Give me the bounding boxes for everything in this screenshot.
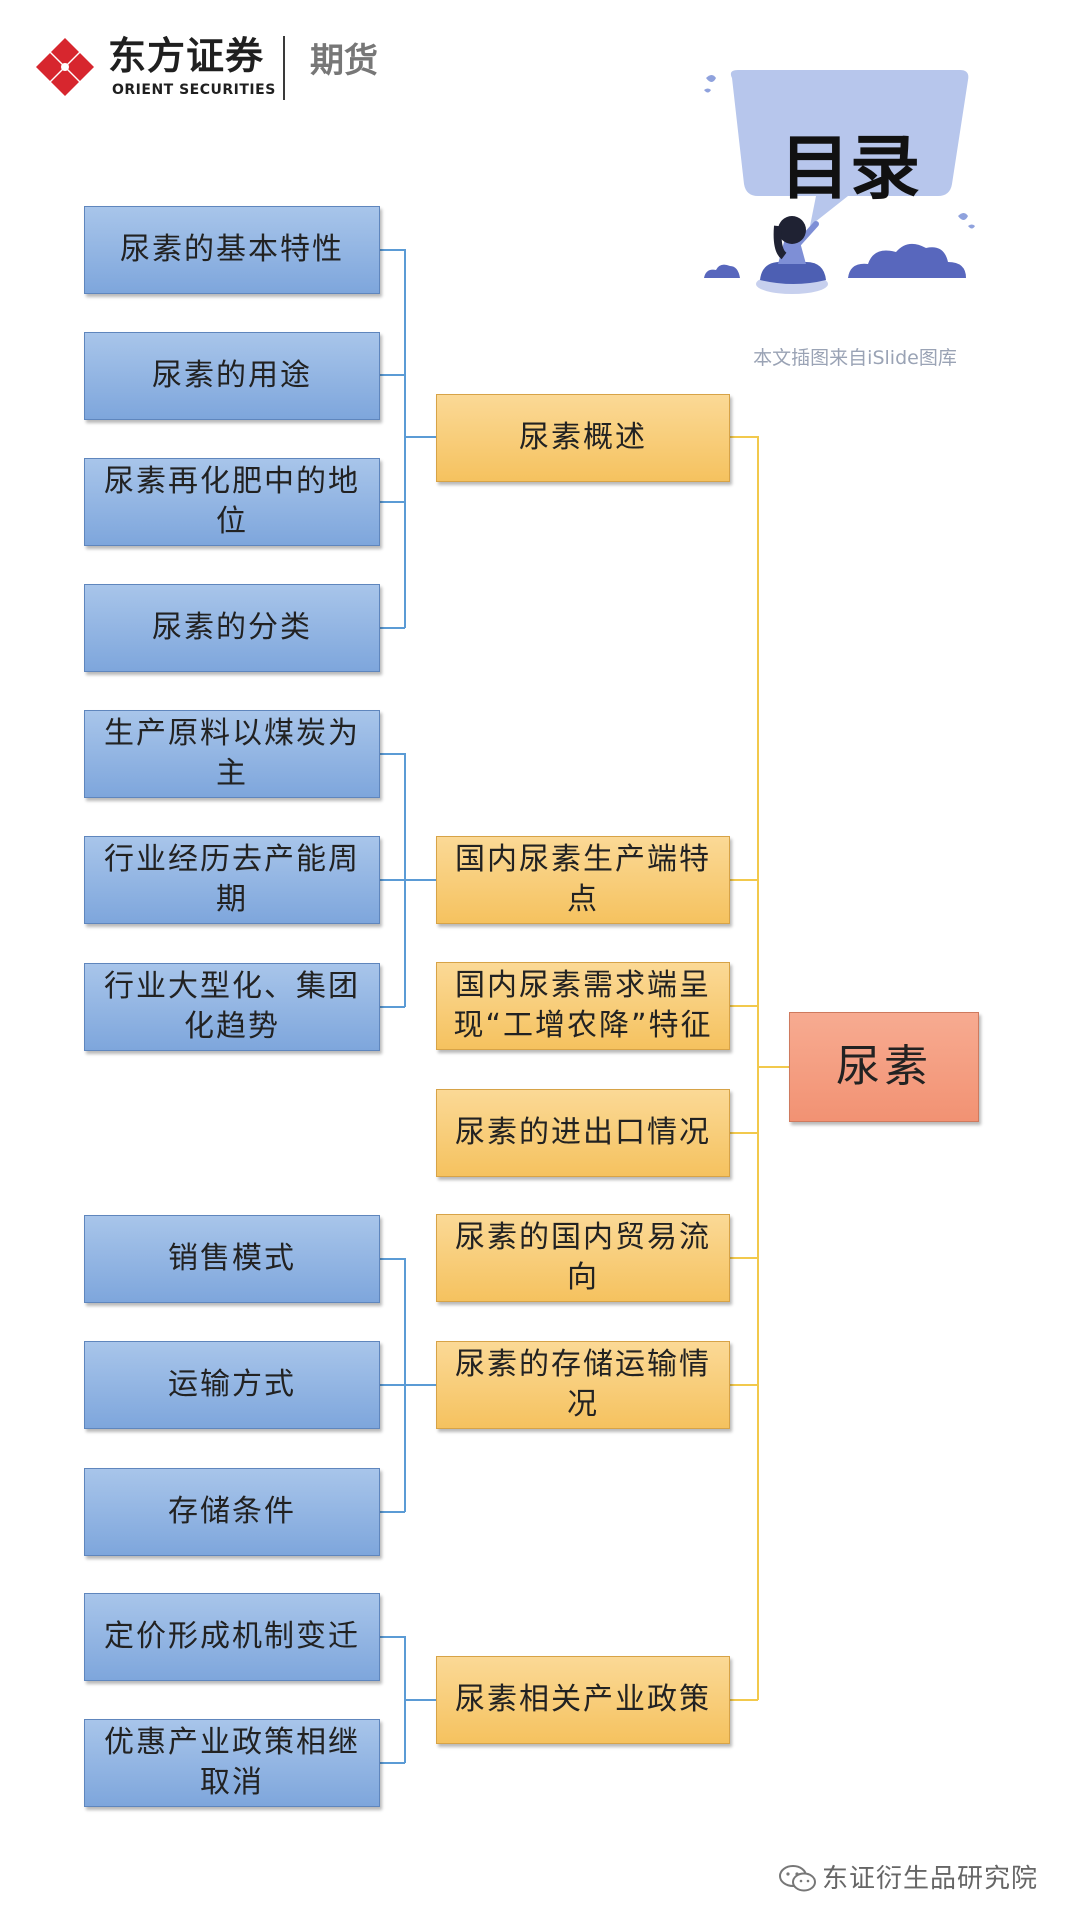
connector-line — [380, 249, 406, 628]
watermark-text: 东证衍生品研究院 — [822, 1864, 1039, 1894]
branch-box: 尿素的存储运输情况 — [436, 1341, 730, 1429]
topic-box: 尿素的用途 — [84, 332, 380, 420]
branch-box: 尿素的国内贸易流向 — [436, 1214, 730, 1302]
branch-box: 尿素概述 — [436, 394, 730, 482]
topic-box: 尿素的分类 — [84, 584, 380, 672]
branch-box: 国内尿素生产端特点 — [436, 836, 730, 924]
contents-title: 目录 — [780, 127, 920, 209]
root-topic-box: 尿素 — [789, 1012, 979, 1122]
brand-name-en: ORIENT SECURITIES — [112, 82, 276, 98]
brand-name-cn: 东方证券 — [108, 34, 265, 78]
topic-box: 优惠产业政策相继取消 — [84, 1719, 380, 1807]
brand-divider — [283, 36, 285, 100]
brand-subtitle: 期货 — [310, 41, 378, 81]
orient-securities-logo-icon — [36, 38, 94, 96]
topic-box: 尿素的基本特性 — [84, 206, 380, 294]
branch-box: 国内尿素需求端呈现“工增农降”特征 — [436, 962, 730, 1050]
topic-box: 生产原料以煤炭为主 — [84, 710, 380, 798]
connector-line — [730, 436, 759, 1700]
topic-box: 销售模式 — [84, 1215, 380, 1303]
connector-line — [380, 753, 406, 1007]
contents-illustration — [704, 70, 975, 294]
branch-box: 尿素相关产业政策 — [436, 1656, 730, 1744]
branch-box: 尿素的进出口情况 — [436, 1089, 730, 1177]
topic-box: 尿素再化肥中的地位 — [84, 458, 380, 546]
connector-line — [380, 1258, 406, 1512]
wechat-icon — [779, 1865, 816, 1892]
illustration-credit: 本文插图来自iSlide图库 — [753, 347, 957, 369]
topic-box: 定价形成机制变迁 — [84, 1593, 380, 1681]
topic-box: 行业大型化、集团化趋势 — [84, 963, 380, 1051]
topic-box: 行业经历去产能周期 — [84, 836, 380, 924]
connector-line — [380, 1636, 406, 1763]
topic-box: 存储条件 — [84, 1468, 380, 1556]
topic-box: 运输方式 — [84, 1341, 380, 1429]
